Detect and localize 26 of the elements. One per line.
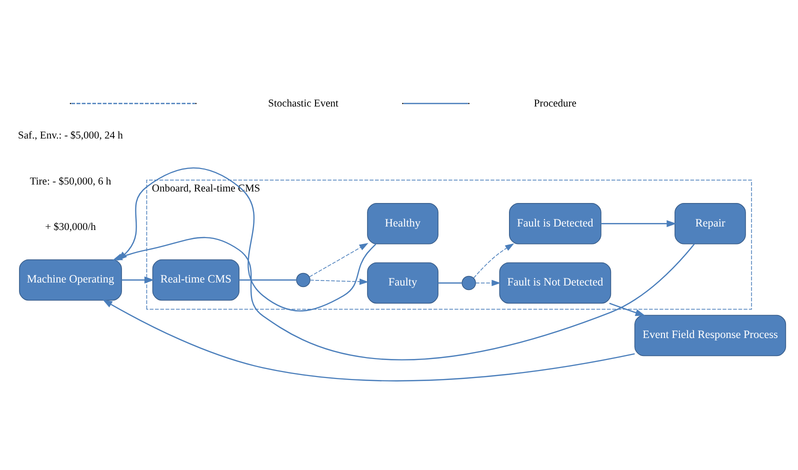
legend-label: Procedure — [534, 98, 576, 109]
arrow — [609, 302, 646, 316]
connector — [438, 282, 462, 284]
node-box: Faulty — [367, 262, 438, 304]
node-box: Fault is Not Detected — [499, 262, 612, 304]
node-box: Fault is Detected — [509, 202, 602, 244]
connector — [239, 278, 296, 280]
node-box: Real-time CMS — [152, 258, 240, 300]
arrow — [601, 220, 677, 227]
node-box: Machine Operating — [19, 258, 122, 300]
arrow — [473, 242, 514, 278]
legend-label: Stochastic Event — [268, 98, 338, 109]
arrow — [122, 276, 154, 283]
node-box: Repair — [674, 202, 746, 244]
node-circle — [462, 275, 476, 290]
node-box: Healthy — [367, 202, 438, 244]
label: Tire: - $50,000, 6 h — [30, 176, 112, 187]
arrow — [475, 279, 501, 286]
arrow — [112, 236, 695, 360]
label: Saf., Env.: - $5,000, 24 h — [18, 130, 123, 142]
node-box: Event Field Response Process — [634, 314, 786, 356]
arrow — [310, 278, 369, 284]
node-circle — [296, 272, 310, 287]
arrow — [102, 298, 635, 381]
node-label: + $30,000/h — [45, 222, 96, 233]
arrow — [309, 242, 368, 277]
